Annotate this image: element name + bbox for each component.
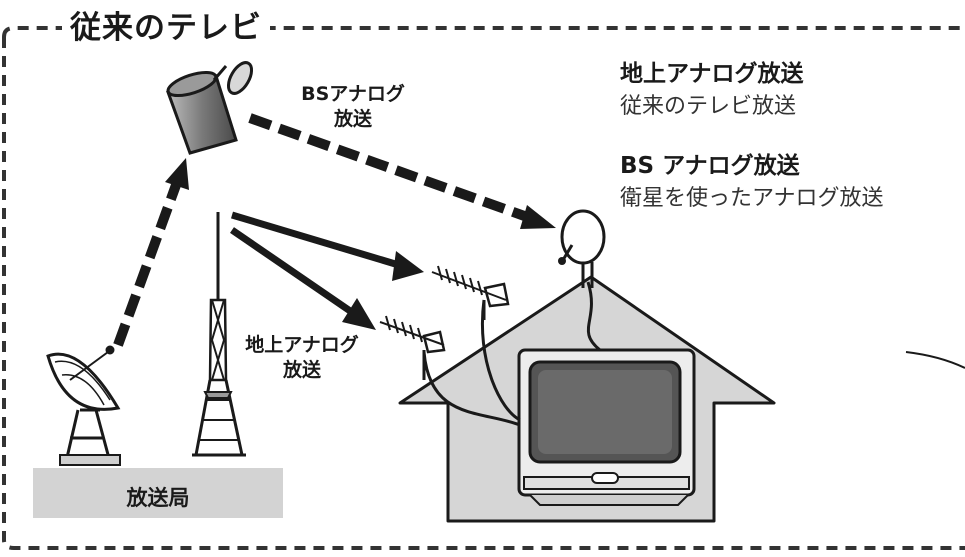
legend-heading-bs: BS アナログ放送 [620,153,800,179]
satellite-icon [166,61,254,155]
uhf-antenna-icon [431,265,510,320]
station-label: 放送局 [126,486,190,510]
terrestrial-arrow-label-line2: 放送 [282,359,321,381]
bs-dish-antenna-icon [558,209,606,288]
bs-arrow-label-line2: 放送 [333,108,372,130]
terrestrial-arrow-label: 地上アナログ 放送 [232,333,372,383]
edge-curve [905,351,965,369]
uhf-antenna-icon [379,315,446,380]
bs-arrow-label-line1: BSアナログ [301,83,405,105]
legend-description-bs: 衛星を使ったアナログ放送 [620,186,884,211]
terrestrial-signal-arrows [230,211,424,330]
bs-signal-arrows [113,113,556,347]
diagram-title: 従来のテレビ [62,2,270,47]
parabolic-dish-icon [46,345,121,466]
terrestrial-arrow-label-line1: 地上アナログ [245,334,359,356]
broadcast-tower-icon [192,212,246,457]
legend-heading-terrestrial: 地上アナログ放送 [620,61,804,87]
legend-description-terrestrial: 従来のテレビ放送 [620,94,797,119]
station-box [33,468,283,518]
tv-icon [517,348,696,506]
frame-border [1,26,965,550]
bs-arrow-label: BSアナログ 放送 [288,82,418,132]
